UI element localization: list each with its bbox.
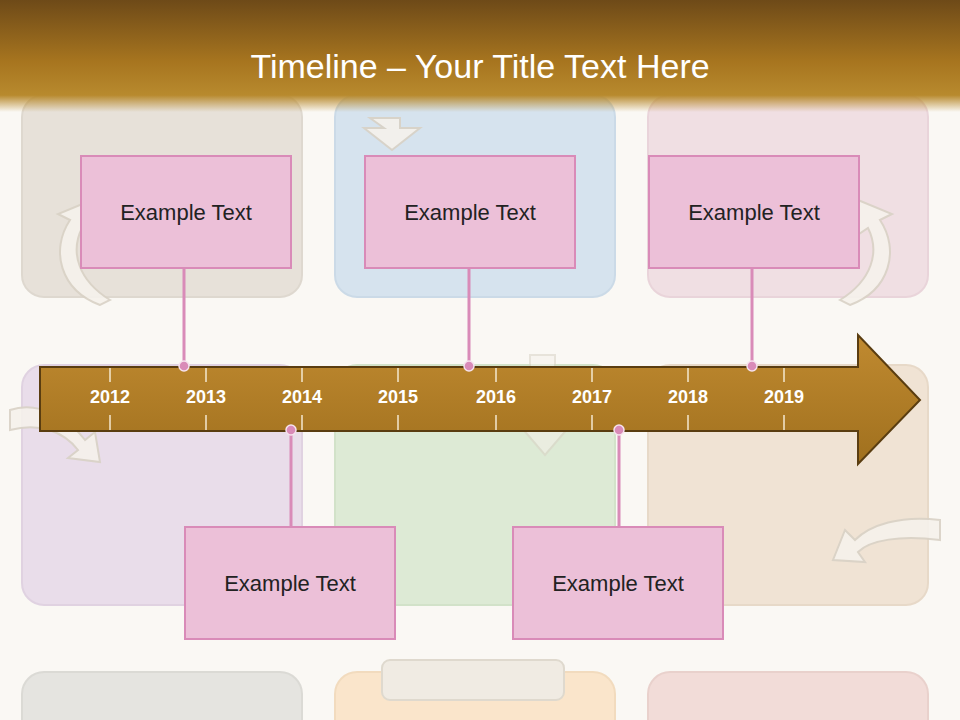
- event-text: Example Text: [224, 570, 356, 597]
- event-box: Example Text: [648, 155, 860, 269]
- year-label: 2015: [363, 386, 433, 408]
- slide-title: Timeline – Your Title Text Here: [0, 44, 960, 88]
- year-label: 2014: [267, 386, 337, 408]
- timeline-arrow: [40, 335, 920, 464]
- year-label: 2018: [653, 386, 723, 408]
- year-label: 2017: [557, 386, 627, 408]
- event-box: Example Text: [80, 155, 292, 269]
- year-ticks: [110, 368, 784, 430]
- year-label: 2019: [749, 386, 819, 408]
- event-text: Example Text: [552, 570, 684, 597]
- faded-curved-arrows: [10, 118, 940, 562]
- event-box: Example Text: [512, 526, 724, 640]
- year-label: 2013: [171, 386, 241, 408]
- event-box: Example Text: [364, 155, 576, 269]
- faded-tiles: [22, 95, 928, 720]
- event-box: Example Text: [184, 526, 396, 640]
- year-label: 2016: [461, 386, 531, 408]
- year-label: 2012: [75, 386, 145, 408]
- leader-lines: [179, 269, 757, 526]
- event-text: Example Text: [404, 199, 536, 226]
- event-text: Example Text: [688, 199, 820, 226]
- event-text: Example Text: [120, 199, 252, 226]
